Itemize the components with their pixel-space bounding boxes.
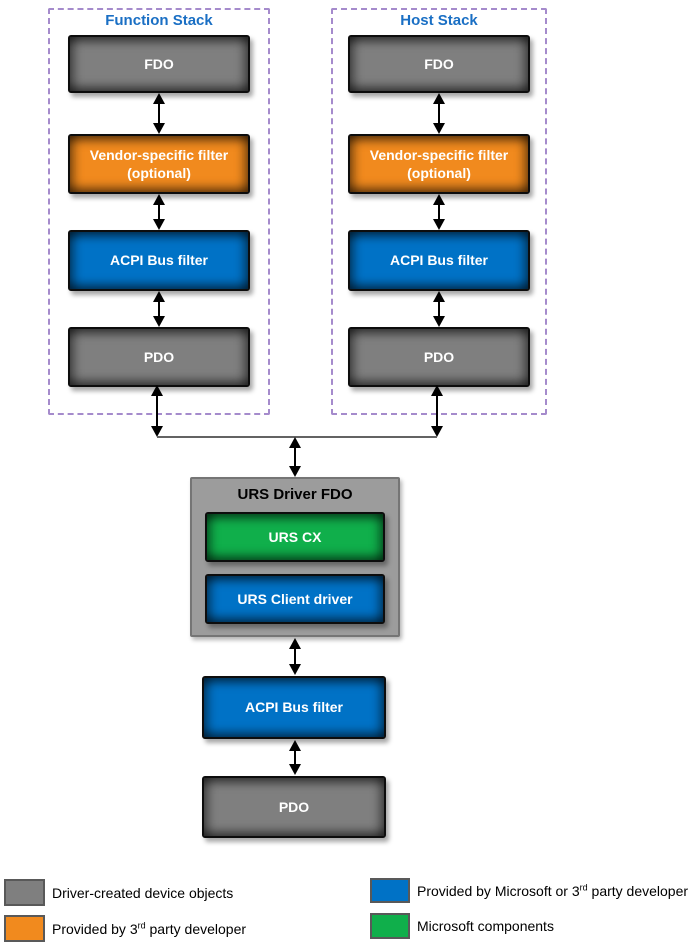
host-acpi-filter-box: ACPI Bus filter [348, 230, 530, 291]
function-stack-title: Function Stack [105, 12, 213, 29]
double-arrow-icon [432, 291, 446, 327]
legend-item-third-party: Provided by 3rd party developer [4, 915, 246, 942]
urs-driver-fdo-container: URS Driver FDO URS CX URS Client driver [190, 477, 400, 637]
host-stack-title: Host Stack [400, 12, 478, 29]
legend-swatch-orange [4, 915, 45, 942]
legend-swatch-gray [4, 879, 45, 906]
urs-cx-box: URS CX [205, 512, 385, 562]
urs-driver-fdo-title: URS Driver FDO [237, 486, 353, 503]
host-pdo-box: PDO [348, 327, 530, 387]
lower-acpi-filter-box: ACPI Bus filter [202, 676, 386, 739]
legend-swatch-blue [370, 878, 410, 903]
double-arrow-icon [152, 93, 166, 134]
function-fdo-box: FDO [68, 35, 250, 93]
double-arrow-icon [288, 638, 302, 675]
legend-swatch-green [370, 913, 410, 939]
lower-pdo-box: PDO [202, 776, 386, 838]
host-fdo-box: FDO [348, 35, 530, 93]
legend-item-microsoft-components: Microsoft components [370, 913, 554, 939]
legend-item-driver-created: Driver-created device objects [4, 879, 233, 906]
legend-label: Provided by Microsoft or 3rd party devel… [417, 881, 689, 899]
double-arrow-icon [152, 291, 166, 327]
legend-label: Driver-created device objects [52, 884, 234, 901]
function-acpi-filter-box: ACPI Bus filter [68, 230, 250, 291]
host-vendor-filter-box: Vendor-specific filter (optional) [348, 134, 530, 194]
double-arrow-icon [150, 385, 164, 437]
double-arrow-icon [288, 740, 302, 775]
legend-label: Provided by 3rd party developer [52, 919, 247, 937]
legend-item-microsoft-or-third-party: Provided by Microsoft or 3rd party devel… [370, 878, 688, 903]
function-vendor-filter-box: Vendor-specific filter (optional) [68, 134, 250, 194]
legend-label: Microsoft components [417, 918, 554, 934]
double-arrow-icon [430, 385, 444, 437]
urs-client-driver-box: URS Client driver [205, 574, 385, 624]
host-stack-container: Host Stack FDO Vendor-specific filter (o… [331, 8, 547, 415]
function-pdo-box: PDO [68, 327, 250, 387]
function-stack-container: Function Stack FDO Vendor-specific filte… [48, 8, 270, 415]
double-arrow-icon [432, 93, 446, 134]
double-arrow-icon [432, 194, 446, 230]
double-arrow-icon [152, 194, 166, 230]
double-arrow-icon [288, 437, 302, 477]
